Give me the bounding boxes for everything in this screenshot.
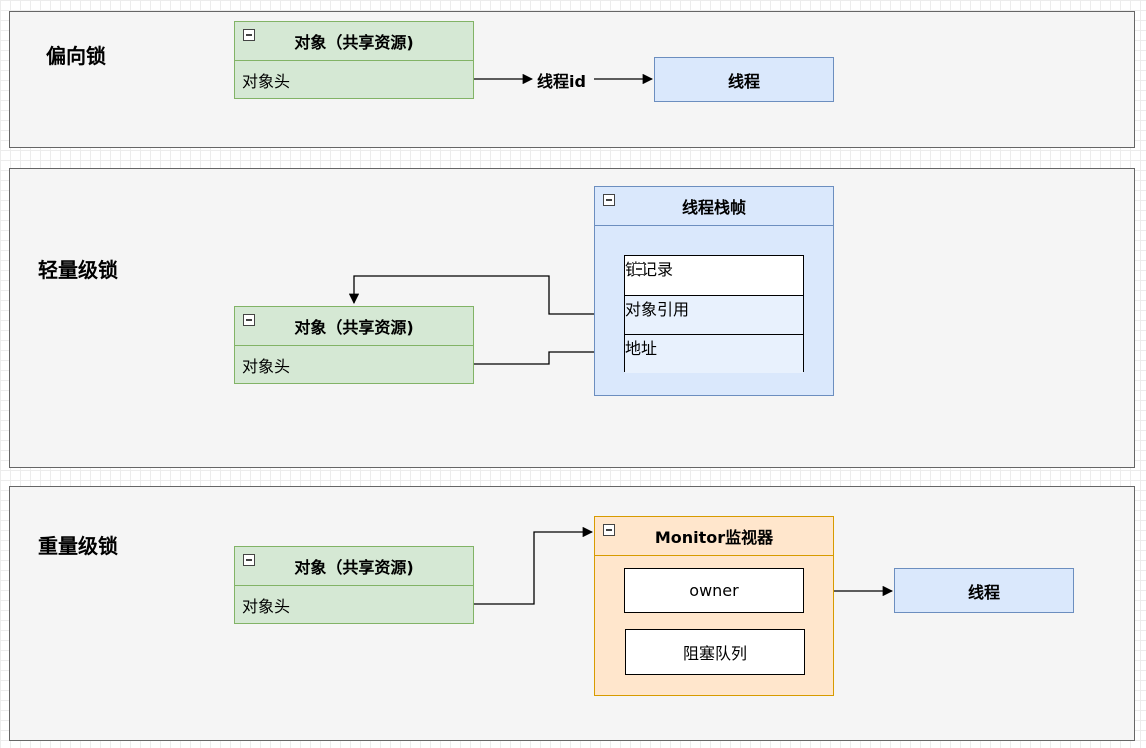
stack-frame-header: 线程栈帧: [595, 187, 833, 226]
collapse-icon[interactable]: [243, 554, 255, 566]
lock-record-box[interactable]: 锁记录 对象引用 地址: [624, 255, 804, 373]
heavyweight-object-header-label: 对象（共享资源): [294, 558, 414, 577]
lightweight-object-header-label: 对象（共享资源): [294, 318, 414, 337]
collapse-icon[interactable]: [243, 29, 255, 41]
lock-record-row-address: 地址: [625, 334, 803, 373]
lightweight-lock-title: 轻量级锁: [38, 258, 118, 282]
lock-record-header: 锁记录: [625, 256, 803, 296]
collapse-icon[interactable]: [603, 194, 615, 206]
lightweight-object-row-header: 对象头: [242, 356, 291, 376]
heavyweight-object-header: 对象（共享资源): [235, 547, 473, 586]
lightweight-lock-panel: [9, 168, 1135, 468]
biased-object-header-label: 对象（共享资源): [294, 33, 414, 52]
stack-frame-header-label: 线程栈帧: [681, 198, 746, 217]
lock-record-row-object-ref: 对象引用: [625, 296, 803, 334]
biased-lock-title: 偏向锁: [46, 44, 106, 68]
lightweight-object-box[interactable]: 对象（共享资源) 对象头: [234, 306, 474, 384]
biased-object-header: 对象（共享资源): [235, 22, 473, 61]
monitor-owner-box[interactable]: owner: [624, 568, 804, 613]
heavyweight-object-box[interactable]: 对象（共享资源) 对象头: [234, 546, 474, 624]
collapse-icon[interactable]: [243, 314, 255, 326]
biased-thread-box[interactable]: 线程: [654, 57, 834, 102]
heavyweight-lock-title: 重量级锁: [38, 534, 118, 558]
lightweight-object-header: 对象（共享资源): [235, 307, 473, 346]
monitor-header-label: Monitor监视器: [654, 528, 774, 547]
heavyweight-object-row-header: 对象头: [242, 596, 291, 616]
collapse-icon[interactable]: [633, 263, 645, 275]
heavyweight-lock-panel: [9, 486, 1135, 741]
biased-object-row-header: 对象头: [242, 71, 291, 91]
biased-edge-label: 线程id: [535, 68, 588, 92]
collapse-icon[interactable]: [603, 524, 615, 536]
monitor-header: Monitor监视器: [595, 517, 833, 556]
biased-object-box[interactable]: 对象（共享资源) 对象头: [234, 21, 474, 99]
monitor-queue-box[interactable]: 阻塞队列: [625, 629, 805, 675]
heavyweight-thread-box[interactable]: 线程: [894, 568, 1074, 613]
